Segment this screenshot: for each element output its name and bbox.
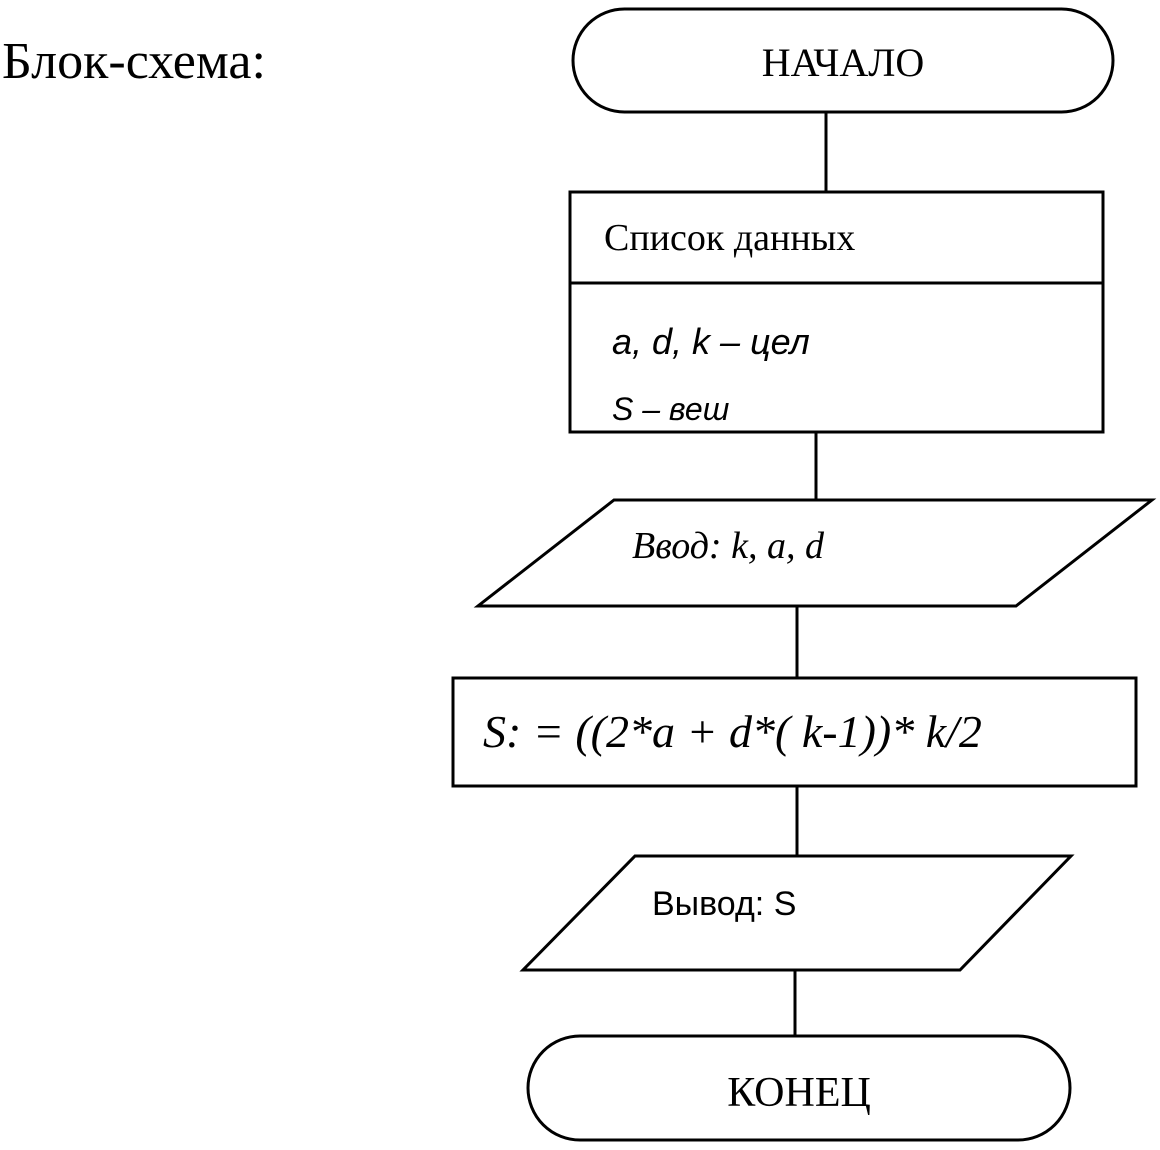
output-label: Вывод: S xyxy=(652,885,796,923)
data-list-line-2: S – веш xyxy=(612,391,729,427)
start-label: НАЧАЛО xyxy=(762,40,925,85)
process-formula: S: = ((2*a + d*( k-1))* k/2 xyxy=(483,706,982,757)
end-terminator: КОНЕЦ xyxy=(526,1034,1072,1142)
data-list-block: Список данных a, d, k – цел S – веш xyxy=(568,190,1105,434)
process-block: S: = ((2*a + d*( k-1))* k/2 xyxy=(451,676,1138,788)
input-block: Ввод: k, a, d xyxy=(473,498,1157,608)
output-block: Вывод: S xyxy=(519,854,1075,972)
input-label: Ввод: k, a, d xyxy=(632,525,825,567)
page-heading: Блок-схема: xyxy=(2,33,266,90)
data-list-line-1: a, d, k – цел xyxy=(612,321,810,362)
end-label: КОНЕЦ xyxy=(727,1070,871,1116)
start-terminator: НАЧАЛО xyxy=(571,7,1115,114)
data-list-title: Список данных xyxy=(604,217,855,259)
